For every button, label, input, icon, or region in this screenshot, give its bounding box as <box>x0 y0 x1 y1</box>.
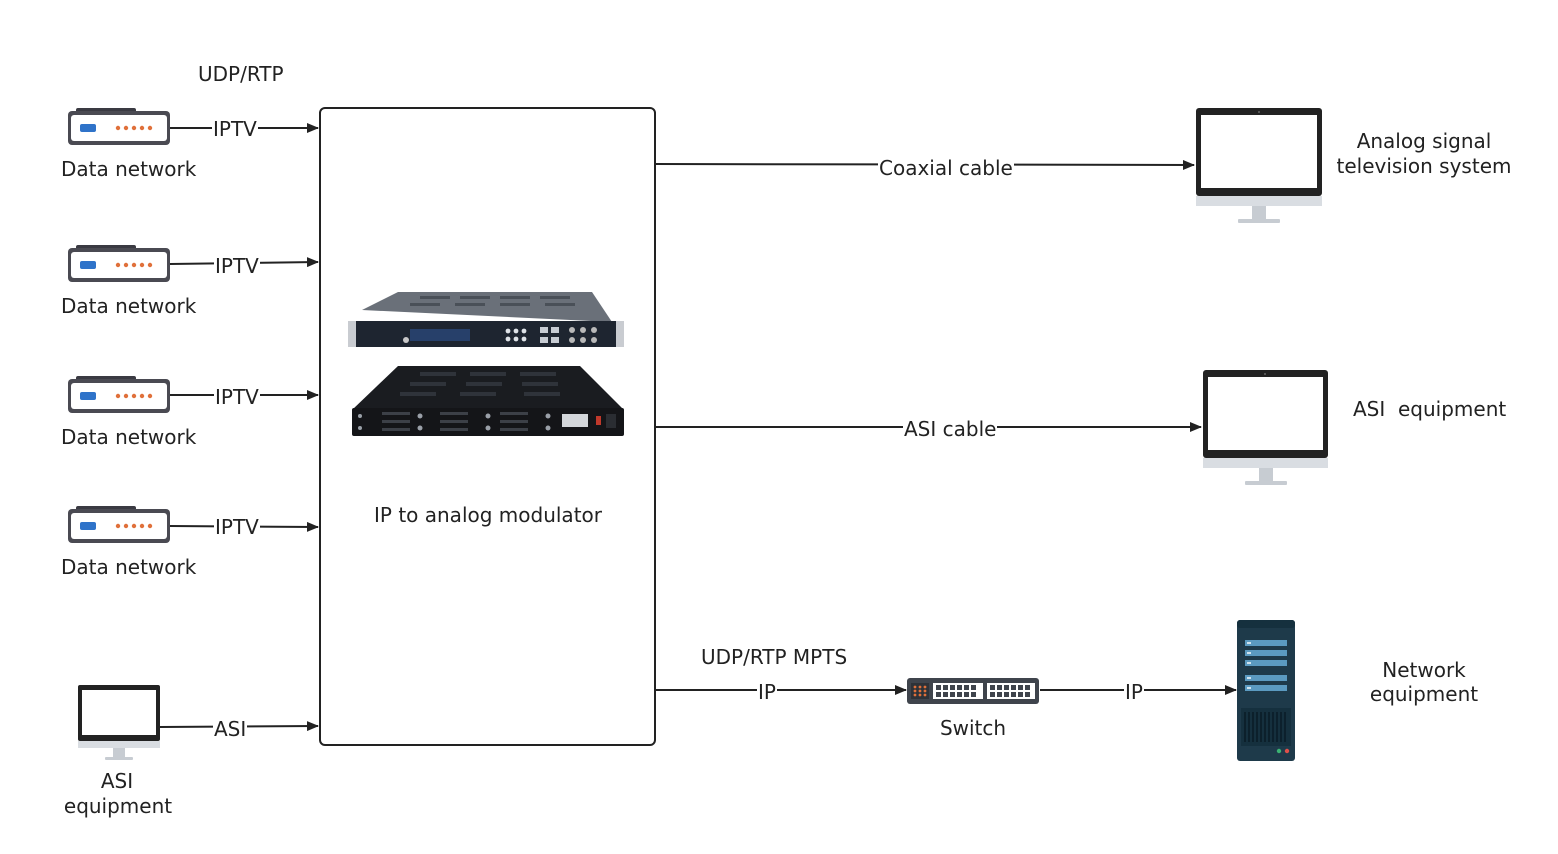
network-equipment-label-line2: equipment <box>1369 682 1479 706</box>
switch-label: Switch <box>939 716 1007 740</box>
data-network-label: Data network <box>61 555 197 579</box>
iptv-link-label: IPTV <box>214 254 260 278</box>
analog-tv-label-line1: Analog signal <box>1356 129 1492 153</box>
network-equipment-label-line1: Network <box>1382 658 1466 682</box>
switch-icon <box>907 678 1039 704</box>
udp-rtp-label: UDP/RTP <box>198 62 284 86</box>
router-icon <box>68 108 170 145</box>
iptv-link-label: IPTV <box>212 117 258 141</box>
ip-link-label: IP <box>757 680 777 704</box>
data-network-label: Data network <box>61 425 197 449</box>
monitor-icon <box>1196 108 1322 223</box>
data-network-label: Data network <box>61 294 197 318</box>
data-network-label: Data network <box>61 157 197 181</box>
analog-tv-label-line2: television system <box>1336 154 1512 178</box>
udp-rtp-mpts-label: UDP/RTP MPTS <box>701 645 848 669</box>
iptv-link-label: IPTV <box>214 385 260 409</box>
asi-source-label-line2: equipment <box>63 794 173 818</box>
router-icon <box>68 506 170 543</box>
coaxial-cable-label: Coaxial cable <box>878 156 1014 180</box>
iptv-link-label: IPTV <box>214 515 260 539</box>
router-icon <box>68 376 170 413</box>
asi-link-label: ASI <box>213 717 248 741</box>
asi-source-label-line1: ASI <box>100 769 134 793</box>
modulator-label: IP to analog modulator <box>374 503 602 527</box>
router-icon <box>68 245 170 282</box>
monitor-icon <box>1203 370 1328 485</box>
asi-equipment-label: ASI equipment <box>1353 397 1507 421</box>
asi-cable-label: ASI cable <box>903 417 998 441</box>
server-icon <box>1237 620 1295 761</box>
monitor-icon <box>78 685 160 760</box>
modulator-device-rear <box>352 366 624 436</box>
modulator-device-front <box>348 292 624 347</box>
ip-link-label: IP <box>1124 680 1144 704</box>
